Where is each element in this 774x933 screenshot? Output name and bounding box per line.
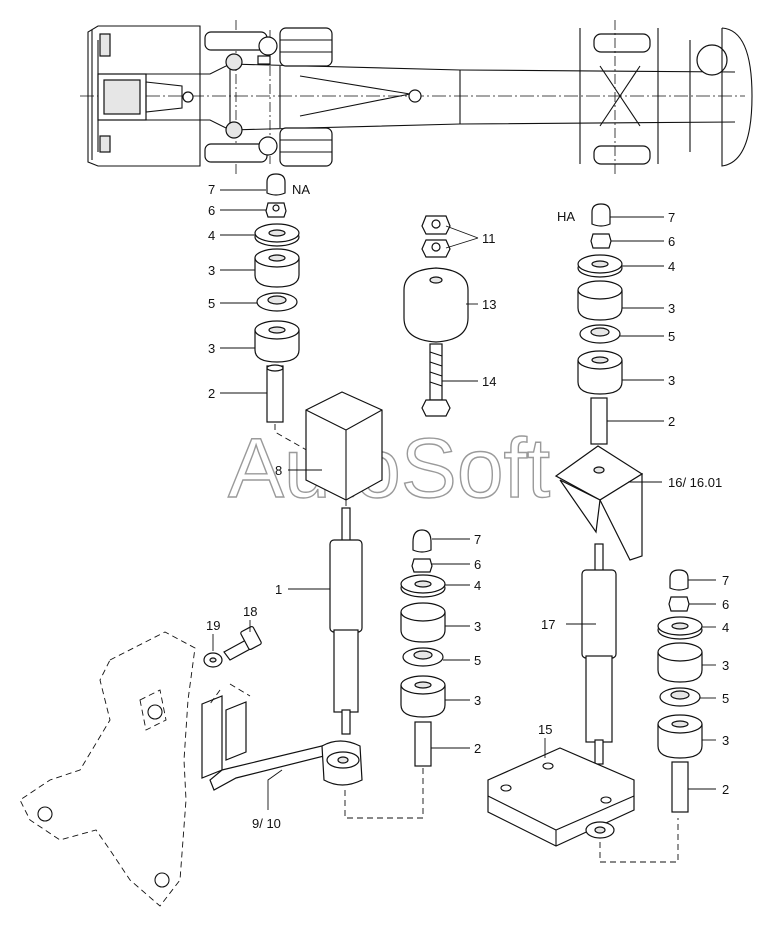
callout-label: 13 bbox=[482, 297, 496, 312]
buffer-stack bbox=[403, 215, 469, 417]
steering-knuckle-outline bbox=[19, 631, 196, 907]
callout-label: 2 bbox=[474, 741, 481, 756]
watermark: AutoSoft bbox=[228, 421, 550, 515]
callout-label: 7 bbox=[722, 573, 729, 588]
callout-label: 19 bbox=[206, 618, 220, 633]
callout-label: 11 bbox=[482, 231, 496, 246]
callout-label: 17 bbox=[541, 617, 555, 632]
callout-label: 3 bbox=[722, 658, 729, 673]
callout-label: 4 bbox=[474, 578, 481, 593]
callout-label: 5 bbox=[668, 329, 675, 344]
callout-label: 8 bbox=[275, 463, 282, 478]
bolt-washer bbox=[203, 625, 262, 668]
callout-label: 4 bbox=[208, 228, 215, 243]
callout-label: 16/ 16.01 bbox=[668, 475, 722, 490]
callout-label: 3 bbox=[722, 733, 729, 748]
front-axle-label: NA bbox=[292, 182, 310, 197]
callout-label: 3 bbox=[668, 301, 675, 316]
mount-plate bbox=[487, 747, 679, 863]
far-right-mount-stack bbox=[657, 569, 703, 813]
callout-label: 6 bbox=[668, 234, 675, 249]
lower-bracket bbox=[201, 683, 363, 791]
callout-label: 7 bbox=[208, 182, 215, 197]
callout-label: 3 bbox=[208, 263, 215, 278]
callout-label: 2 bbox=[668, 414, 675, 429]
callout-label: 3 bbox=[668, 373, 675, 388]
callout-label: 6 bbox=[722, 597, 729, 612]
callout-label: 2 bbox=[722, 782, 729, 797]
callout-label: 3 bbox=[474, 693, 481, 708]
callout-labels: 7 6 4 3 5 3 2 8 1 11 13 14 7 6 4 3 5 3 2… bbox=[206, 182, 729, 831]
callout-label: 18 bbox=[243, 604, 257, 619]
callout-label: 5 bbox=[474, 653, 481, 668]
callout-label: 9/ 10 bbox=[252, 816, 281, 831]
callout-label: 5 bbox=[722, 691, 729, 706]
callout-label: 7 bbox=[668, 210, 675, 225]
middle-mount-stack bbox=[344, 529, 446, 819]
callout-label: 6 bbox=[474, 557, 481, 572]
leader-lines bbox=[212, 189, 716, 810]
callout-label: 3 bbox=[208, 341, 215, 356]
callout-label: 1 bbox=[275, 582, 282, 597]
callout-label: 4 bbox=[668, 259, 675, 274]
callout-label: 7 bbox=[474, 532, 481, 547]
callout-label: 3 bbox=[474, 619, 481, 634]
callout-label: 4 bbox=[722, 620, 729, 635]
rear-mount-stack bbox=[554, 203, 644, 765]
chassis-top-view bbox=[80, 20, 753, 176]
rear-axle-label: HA bbox=[557, 209, 575, 224]
callout-label: 2 bbox=[208, 386, 215, 401]
callout-label: 15 bbox=[538, 722, 552, 737]
callout-label: 14 bbox=[482, 374, 496, 389]
callout-label: 5 bbox=[208, 296, 215, 311]
front-mount-stack bbox=[254, 173, 383, 735]
callout-label: 6 bbox=[208, 203, 215, 218]
